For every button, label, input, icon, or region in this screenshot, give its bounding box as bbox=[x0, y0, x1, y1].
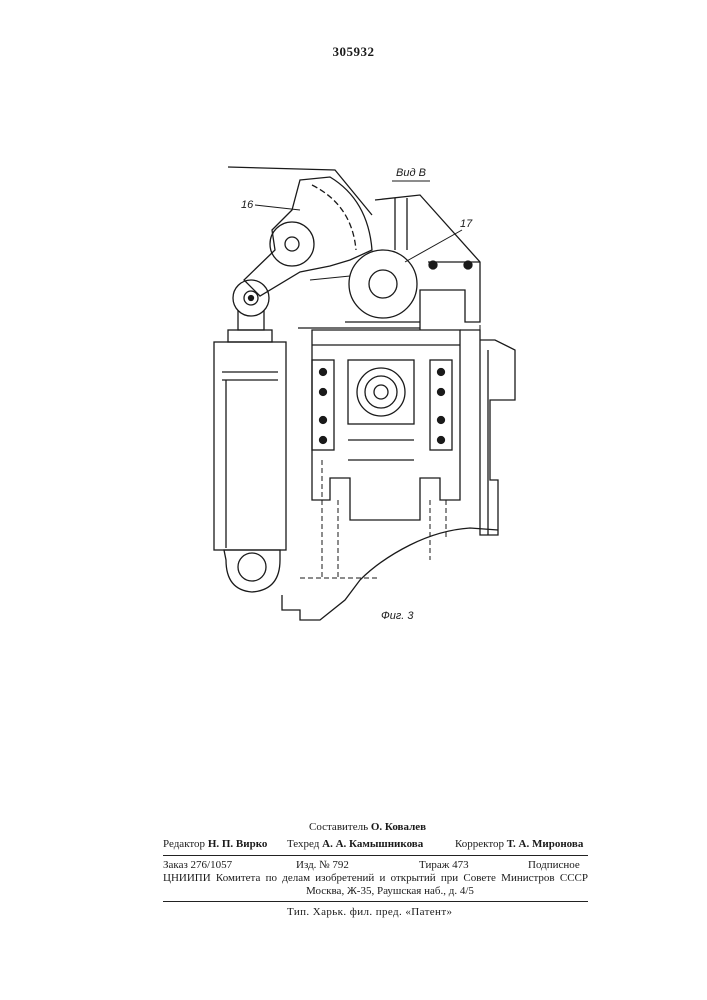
printer-line: Тип. Харьк. фил. пред. «Патент» bbox=[287, 906, 452, 918]
technical-drawing: Вид В 16 17 bbox=[0, 0, 707, 640]
compiler-name: О. Ковалев bbox=[371, 821, 426, 833]
subscription: Подписное bbox=[528, 859, 580, 871]
bearing-housing bbox=[348, 360, 414, 424]
edition-number: Изд. № 792 bbox=[296, 859, 349, 871]
figure-caption: Фиг. 3 bbox=[381, 610, 414, 622]
lever-16 bbox=[244, 177, 372, 296]
circulation: Тираж 473 bbox=[419, 859, 469, 871]
address-line: Москва, Ж-35, Раушская наб., д. 4/5 bbox=[306, 885, 474, 897]
pivot-boss bbox=[270, 222, 314, 266]
roller-17 bbox=[349, 250, 417, 318]
footer-rule-top bbox=[163, 855, 588, 856]
corrector-entry: Корректор Т. А. Миронова bbox=[455, 838, 583, 850]
footer-rule-bottom bbox=[163, 901, 588, 902]
corrector-name: Т. А. Миронова bbox=[507, 838, 584, 850]
callout-16: 16 bbox=[241, 199, 254, 211]
pivot-pin bbox=[285, 237, 299, 251]
compiler-label: Составитель bbox=[309, 821, 368, 833]
editor-entry: Редактор Н. П. Вирко bbox=[163, 838, 267, 850]
bolt-head bbox=[429, 261, 437, 269]
bolt-head bbox=[464, 261, 472, 269]
org-line: ЦНИИПИ Комитета по делам изобретений и о… bbox=[163, 872, 588, 884]
base-break-line bbox=[282, 528, 498, 620]
cylinder-cap bbox=[228, 330, 272, 342]
corrector-label: Корректор bbox=[455, 838, 504, 850]
techred-name: А. А. Камышникова bbox=[322, 838, 423, 850]
cylinder-lower-eye bbox=[224, 550, 280, 592]
editor-label: Редактор bbox=[163, 838, 205, 850]
techred-label: Техред bbox=[287, 838, 319, 850]
order-number: Заказ 276/1057 bbox=[163, 859, 232, 871]
view-label: Вид В bbox=[396, 167, 426, 179]
callout-17: 17 bbox=[460, 218, 473, 230]
compiler-line: Составитель О. Ковалев bbox=[309, 821, 426, 833]
editor-name: Н. П. Вирко bbox=[208, 838, 268, 850]
techred-entry: Техред А. А. Камышникова bbox=[287, 838, 423, 850]
hydraulic-cylinder bbox=[214, 342, 286, 550]
